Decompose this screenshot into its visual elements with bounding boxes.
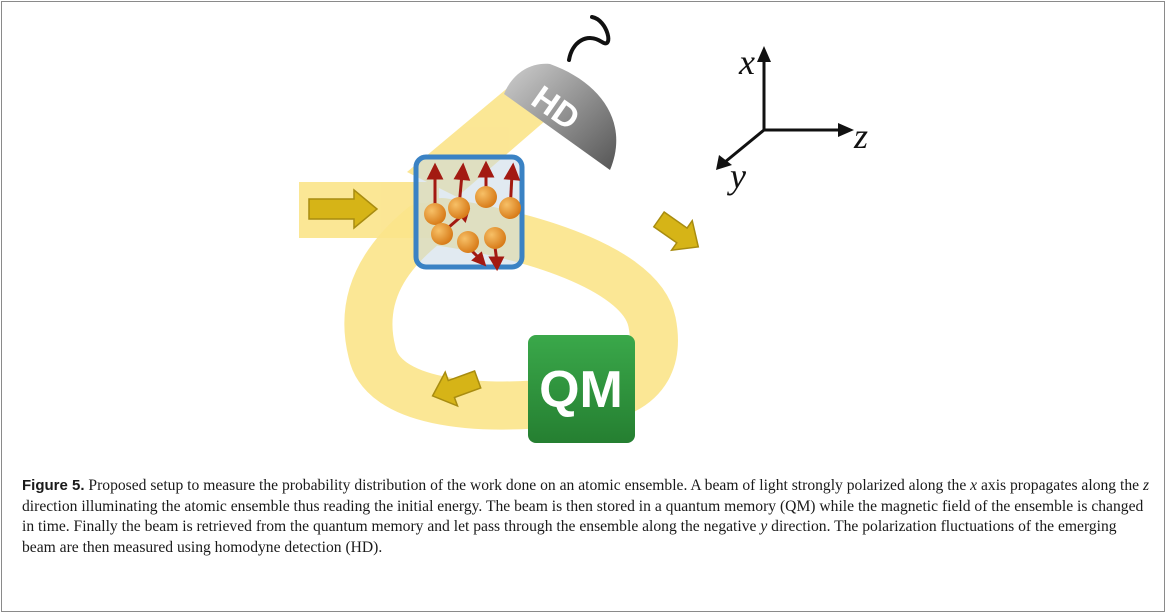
caption-seg-1: x xyxy=(970,477,978,494)
caption-seg-0: Proposed setup to measure the probabilit… xyxy=(84,477,971,494)
beam-arrow-right xyxy=(652,210,700,252)
quantum-memory: QM xyxy=(528,335,635,443)
axis-x-label: x xyxy=(738,42,755,82)
axis-y-label: y xyxy=(727,156,746,196)
input-arrow xyxy=(308,188,379,230)
atomic-ensemble xyxy=(413,154,525,272)
caption-seg-6: direction. The polarization fluctuations… xyxy=(22,518,1117,556)
coordinate-axes xyxy=(716,46,854,170)
qm-label: QM xyxy=(539,361,623,419)
axis-z-label: z xyxy=(853,116,868,156)
spin-arrows xyxy=(426,160,521,272)
figure-label: Figure 5. xyxy=(22,477,85,494)
caption-seg-2: axis propagates along the xyxy=(977,477,1143,494)
atoms xyxy=(424,186,521,253)
caption-seg-4: direction illuminating the atomic ensemb… xyxy=(22,497,1144,536)
figure-caption: Figure 5. Proposed setup to measure the … xyxy=(22,476,1152,558)
setup-diagram: HD QM x z y xyxy=(299,15,868,443)
beam-arrow-left xyxy=(431,370,482,408)
caption-seg-3: z xyxy=(1142,477,1150,494)
homodyne-detector: HD xyxy=(504,15,617,170)
caption-seg-5: y xyxy=(760,518,768,535)
